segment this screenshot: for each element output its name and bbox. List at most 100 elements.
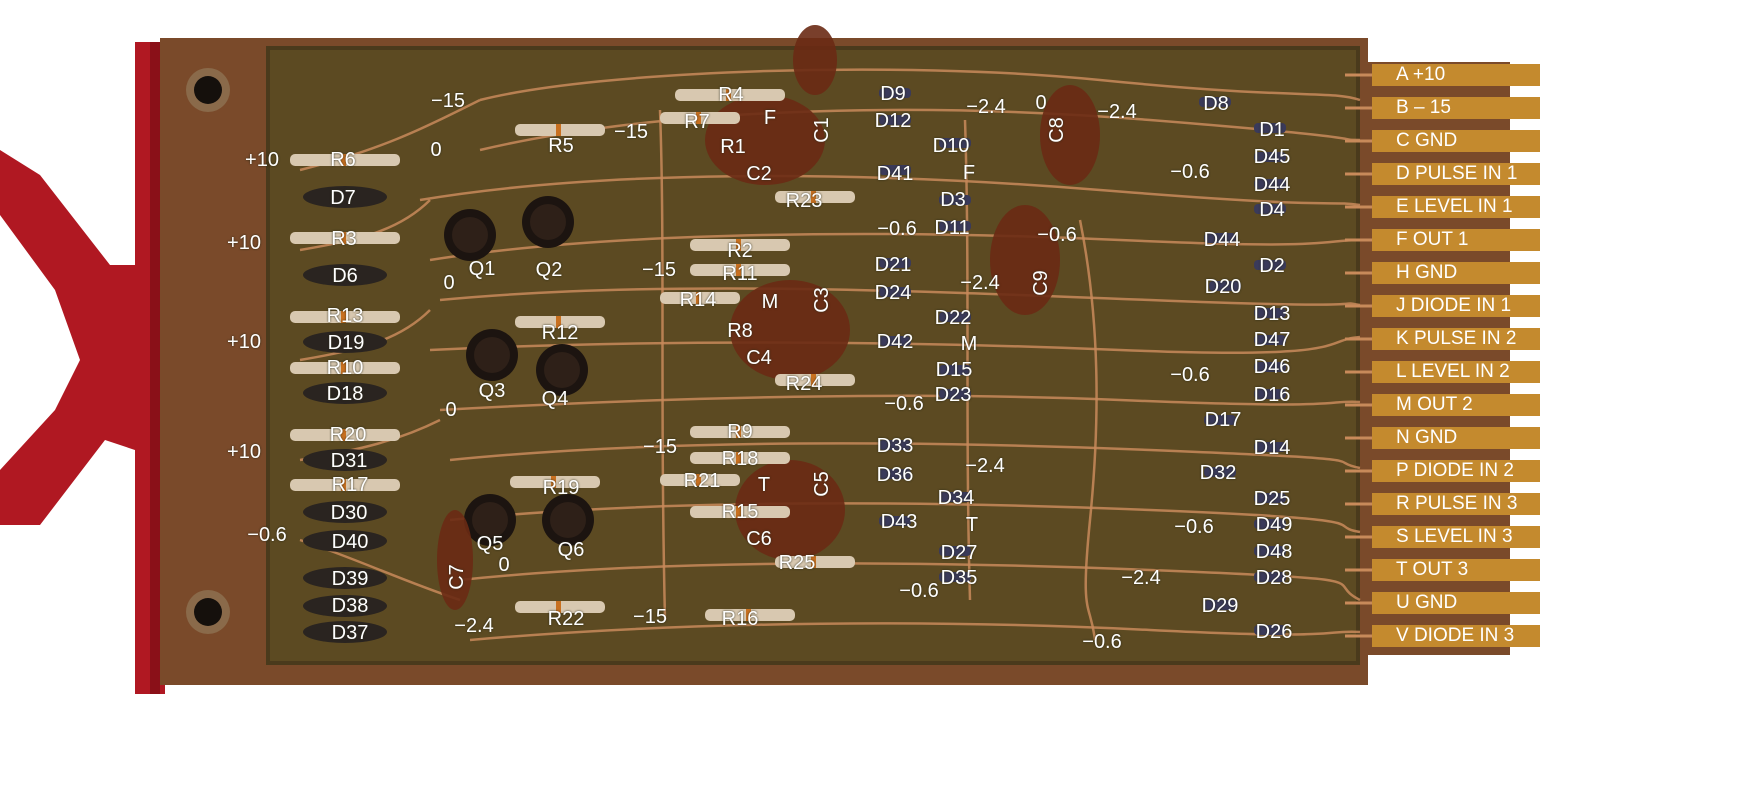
component-label-d8: D8: [1203, 93, 1229, 115]
component-label-d30: D30: [330, 502, 368, 524]
edge-finger: [1372, 295, 1540, 317]
component-label-d14: D14: [1253, 437, 1291, 459]
component-label-c9: C9: [1030, 270, 1052, 296]
component-label-c7: C7: [446, 564, 468, 590]
component-label-d37: D37: [331, 622, 369, 644]
component-label-d46: D46: [1253, 356, 1291, 378]
diode-body: [939, 221, 971, 231]
copper-trace: [658, 109, 667, 621]
handle-wing: [0, 150, 150, 525]
diode-body: [879, 440, 911, 450]
net-label-minus0-6: −0.6: [1037, 224, 1077, 246]
component-label-r3: R3: [331, 228, 357, 250]
net-label-minus0-6: −0.6: [1082, 631, 1122, 653]
diode-body: [303, 567, 387, 589]
diode-body: [939, 572, 971, 582]
component-label-d3: D3: [940, 189, 966, 211]
edge-finger: [1372, 97, 1540, 119]
diode-body: [1204, 415, 1236, 425]
component-label-r12: R12: [541, 322, 579, 344]
net-label-minus15: −15: [633, 606, 667, 628]
diode-body: [303, 530, 387, 552]
resistor-band: [811, 374, 816, 386]
diode-body: [303, 186, 387, 208]
component-label-r20: R20: [329, 424, 367, 446]
component-label-d22: D22: [934, 307, 972, 329]
resistor-band: [736, 426, 741, 438]
diode-body: [939, 546, 971, 556]
component-label-c4: C4: [746, 347, 772, 369]
component-label-d44: D44: [1203, 229, 1241, 251]
component-label-d43: D43: [880, 511, 918, 533]
edge-pin-label: K PULSE IN 2: [1396, 328, 1517, 349]
net-label-minus15: −15: [642, 259, 676, 281]
resistor-band: [341, 362, 346, 374]
copper-trace: [459, 562, 1361, 602]
edge-pin-label: F OUT 1: [1396, 229, 1469, 250]
edge-pin-label: D PULSE IN 1: [1396, 163, 1518, 184]
edge-finger: [1372, 163, 1540, 185]
component-label-c6: C6: [746, 528, 772, 550]
resistor-band: [746, 609, 751, 621]
capacitor-body: [1040, 85, 1100, 185]
component-label-r4: R4: [718, 84, 744, 106]
component-label-d13: D13: [1253, 303, 1291, 325]
resistor-band: [696, 474, 701, 486]
component-label-d11: D11: [934, 217, 970, 239]
component-label-q4: Q4: [541, 388, 569, 410]
component-label-q2: Q2: [535, 259, 563, 281]
diode-body: [1254, 308, 1286, 318]
diode-body: [303, 264, 387, 286]
edge-finger: [1372, 394, 1540, 416]
diode-body: [1254, 260, 1286, 270]
edge-pin-label: T OUT 3: [1396, 559, 1469, 580]
component-label-d2: D2: [1259, 255, 1285, 277]
component-label-d34: D34: [937, 487, 975, 509]
net-label-zero: 0: [443, 272, 455, 294]
components-layer: [290, 25, 1286, 643]
diode-body: [303, 449, 387, 471]
diode-body: [1204, 467, 1236, 477]
edge-finger: [1372, 427, 1540, 449]
edge-pin-label: V DIODE IN 3: [1396, 625, 1515, 646]
component-label-d45: D45: [1253, 146, 1291, 168]
diode-body: [939, 138, 971, 148]
edge-finger: [1372, 526, 1540, 548]
component-label-r17: R17: [331, 474, 369, 496]
edge-pin-label: N GND: [1396, 427, 1458, 448]
resistor-band: [696, 112, 701, 124]
resistor-band: [736, 452, 741, 464]
component-label-r13: R13: [326, 305, 364, 327]
diode-body: [879, 336, 911, 346]
edge-pin-label: B – 15: [1396, 97, 1451, 118]
diode-body: [939, 312, 971, 322]
copper-trace: [439, 287, 1361, 307]
component-label-d18: D18: [326, 383, 364, 405]
component-label-r5: R5: [548, 135, 574, 157]
component-label-d47: D47: [1253, 329, 1291, 351]
mounting-hole: [194, 598, 222, 626]
component-label-d41: D41: [876, 163, 914, 185]
diode-body: [303, 331, 387, 353]
capacitor-body: [437, 510, 473, 610]
net-label-t: T: [757, 474, 771, 496]
net-label-zero: 0: [430, 139, 442, 161]
edge-finger: [1372, 262, 1540, 284]
copper-trace: [449, 442, 1361, 470]
edge-finger: [1372, 64, 1540, 86]
component-label-r9: R9: [727, 421, 753, 443]
resistor-band: [811, 191, 816, 203]
component-label-d44: D44: [1253, 174, 1291, 196]
net-label-minus15: −15: [431, 90, 465, 112]
resistor-band: [556, 124, 561, 136]
edge-finger: [1372, 592, 1540, 614]
diode-body: [879, 287, 911, 297]
component-label-d35: D35: [940, 567, 978, 589]
diode-body: [879, 469, 911, 479]
edge-pin-label: A +10: [1396, 64, 1446, 85]
diode-body: [1254, 572, 1286, 582]
diode-body: [303, 621, 387, 643]
component-label-d15: D15: [935, 359, 973, 381]
edge-finger: [1372, 625, 1540, 647]
